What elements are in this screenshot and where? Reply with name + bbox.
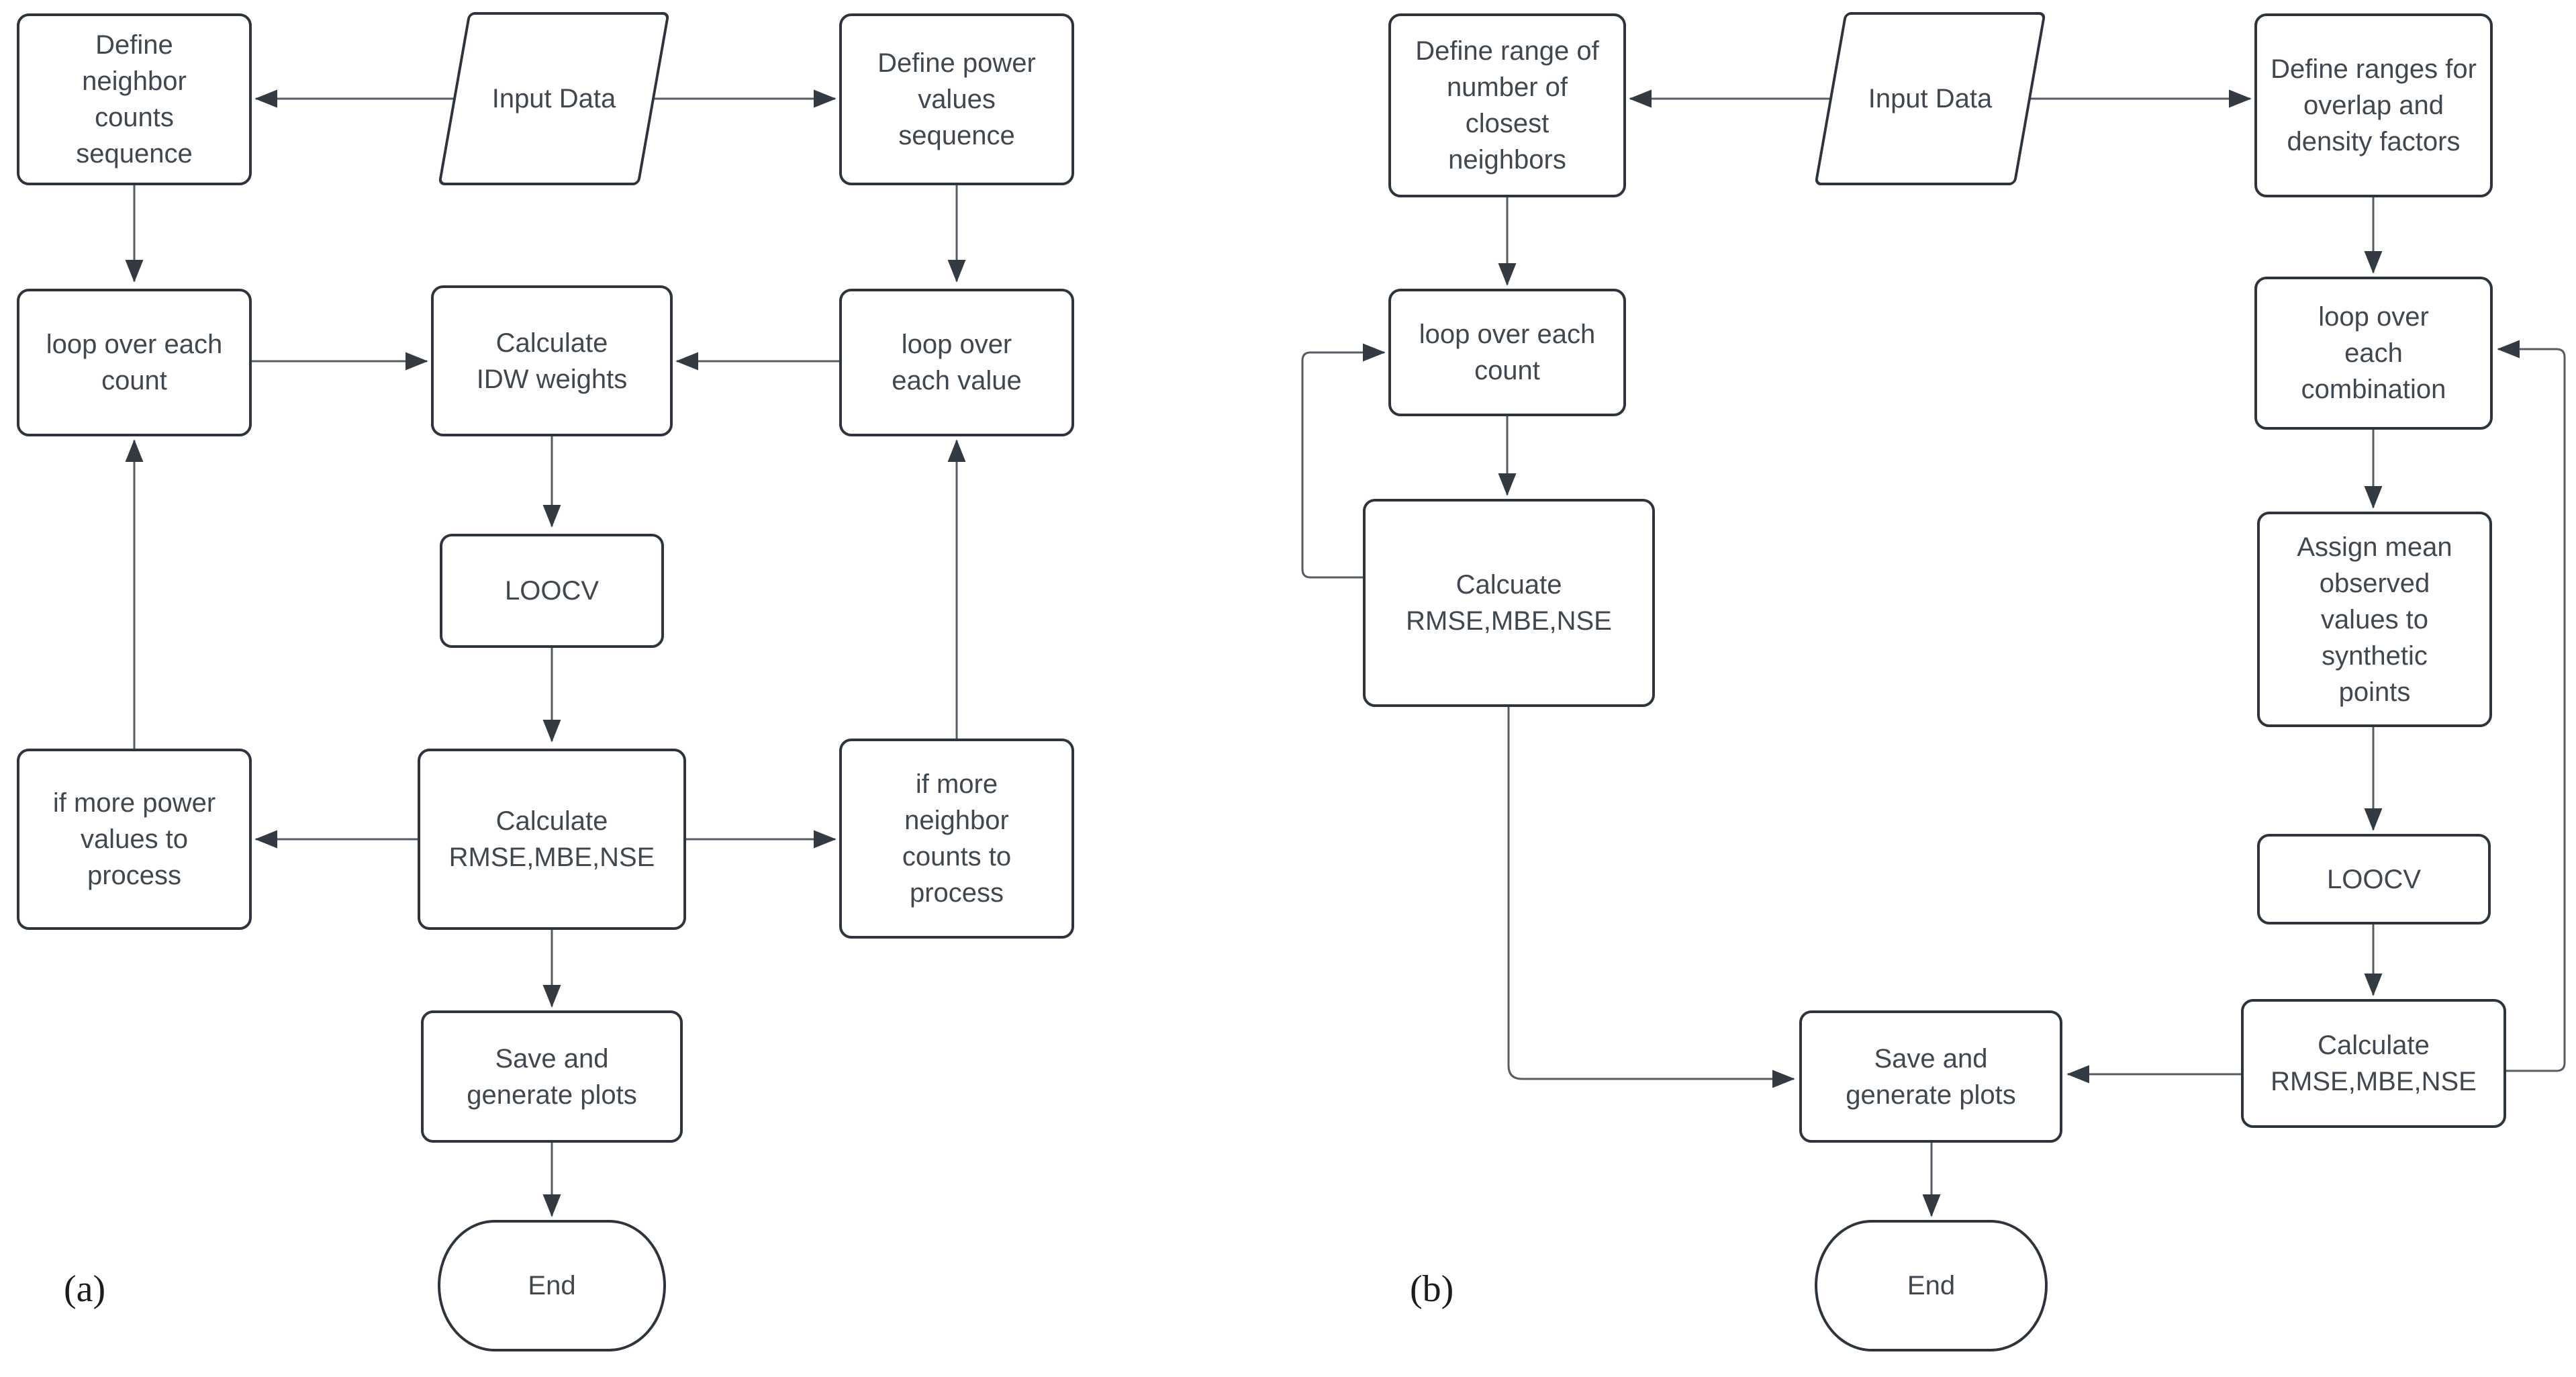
arrow-b-calc-rmse-loopback-to-loop-combination [2497, 340, 2566, 1072]
node-label: End [528, 1271, 576, 1300]
node-label: Define neighbor counts sequence [76, 30, 193, 169]
node-label: Define ranges for overlap and density fa… [2271, 54, 2477, 156]
node-a-end: End [438, 1220, 666, 1351]
node-label: Input Data [491, 83, 616, 113]
caption-b: (b) [1410, 1268, 1454, 1310]
node-label: Save and generate plots [1846, 1043, 2016, 1110]
node-label: loop over each value [892, 330, 1022, 395]
node-a-define-power-values: Define power values sequence [839, 13, 1074, 185]
node-label: if more neighbor counts to process [902, 769, 1012, 908]
node-a-loocv: LOOCV [440, 534, 664, 648]
node-label: LOOCV [2326, 864, 2422, 894]
node-b-define-ranges-overlap-density: Define ranges for overlap and density fa… [2254, 13, 2493, 197]
node-label: Define power values sequence [877, 48, 1036, 150]
node-b-save-and-generate-plots: Save and generate plots [1799, 1010, 2062, 1143]
node-b-end: End [1815, 1220, 2048, 1351]
node-b-calculate-rmse-mbe-nse: Calculate RMSE,MBE,NSE [2241, 999, 2506, 1128]
node-label: if more power values to process [52, 788, 216, 890]
node-a-calculate-idw-weights: Calculate IDW weights [431, 285, 673, 436]
node-a-calculate-rmse-mbe-nse: Calculate RMSE,MBE,NSE [418, 749, 686, 930]
node-a-loop-over-each-count: loop over each count [17, 289, 252, 436]
node-label: LOOCV [504, 576, 600, 606]
node-label: Assign mean observed values to synthetic… [2297, 532, 2452, 707]
node-b-calcuate-rmse-mbe-nse: Calcuate RMSE,MBE,NSE [1363, 499, 1655, 707]
node-label: Calcuate RMSE,MBE,NSE [1406, 570, 1612, 636]
node-b-loop-over-each-count: loop over each count [1388, 289, 1626, 416]
node-a-input-data: Input Data [436, 12, 671, 185]
caption-a: (a) [64, 1268, 106, 1310]
node-b-assign-mean-observed-values: Assign mean observed values to synthetic… [2257, 512, 2492, 727]
node-label: Define range of number of closest neighb… [1415, 36, 1599, 175]
node-label: Calculate RMSE,MBE,NSE [2271, 1031, 2477, 1096]
node-label: End [1907, 1271, 1956, 1300]
node-a-define-neighbor-counts: Define neighbor counts sequence [17, 13, 252, 185]
node-label: Input Data [1868, 83, 1993, 113]
node-b-define-range-closest-neighbors: Define range of number of closest neighb… [1388, 13, 1626, 197]
node-label: Calculate RMSE,MBE,NSE [448, 806, 655, 872]
node-label: loop over each count [46, 330, 223, 395]
arrow-b-calcuate-rmse-to-save [1507, 707, 1795, 1088]
node-b-loop-over-each-combination: loop over each combination [2254, 277, 2493, 430]
node-a-save-and-generate-plots: Save and generate plots [421, 1010, 683, 1143]
node-b-loocv: LOOCV [2257, 834, 2491, 924]
node-b-input-data: Input Data [1813, 12, 2048, 185]
node-a-if-more-power-values: if more power values to process [17, 749, 252, 930]
node-label: Save and generate plots [467, 1043, 637, 1110]
node-a-if-more-neighbor-counts: if more neighbor counts to process [839, 739, 1074, 939]
node-a-loop-over-each-value: loop over each value [839, 289, 1074, 436]
node-label: Calculate IDW weights [476, 328, 628, 394]
node-label: loop over each combination [2301, 302, 2446, 404]
node-label: loop over each count [1419, 320, 1596, 385]
